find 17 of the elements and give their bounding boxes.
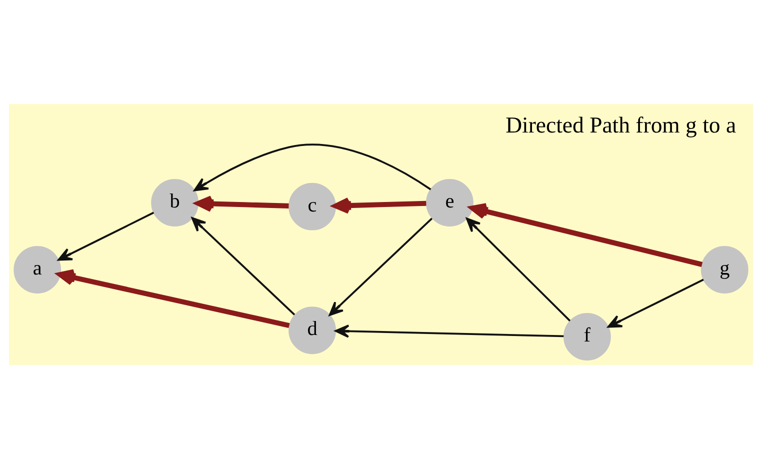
arrow bbox=[57, 268, 290, 328]
node-circle: c bbox=[288, 182, 336, 230]
node-circle: e bbox=[426, 178, 474, 226]
node-circle: a bbox=[14, 246, 62, 293]
arrow bbox=[191, 216, 296, 315]
arrow bbox=[58, 211, 154, 260]
node-circle: g bbox=[700, 246, 748, 293]
arrow bbox=[470, 202, 703, 266]
arrow bbox=[607, 278, 704, 328]
node-circle: f bbox=[563, 312, 611, 360]
arrow bbox=[328, 217, 433, 316]
node-circle: b bbox=[151, 178, 199, 226]
node-circle: d bbox=[288, 306, 336, 354]
diagram-title: Directed Path from g to a bbox=[506, 112, 736, 137]
arrow bbox=[194, 143, 432, 191]
arrow bbox=[334, 324, 564, 338]
arrow bbox=[466, 217, 571, 321]
